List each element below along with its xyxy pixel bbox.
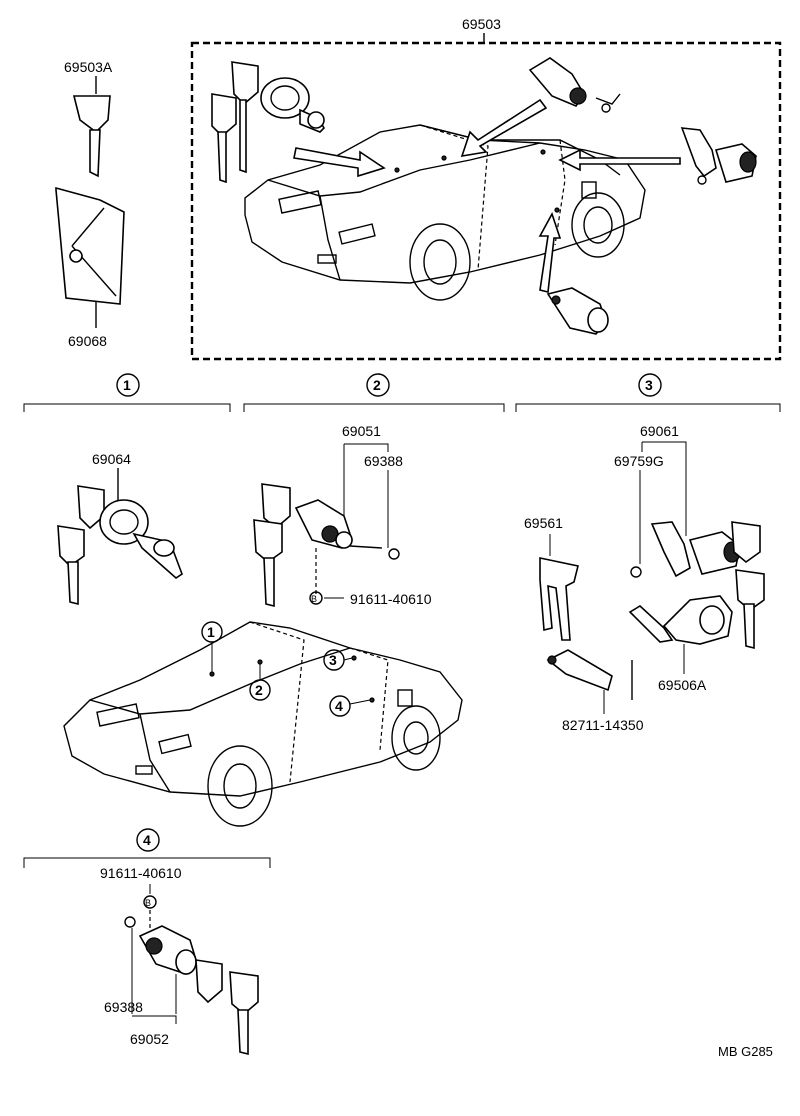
label-69759G: 69759G [614, 453, 664, 469]
section-2: 69051 69388 B 91611-40610 [253, 423, 432, 608]
label-69052: 69052 [130, 1031, 169, 1047]
lock-cylinder-icon [260, 77, 326, 133]
section-headers: 1 2 3 [23, 373, 781, 412]
bracket-icon [539, 557, 579, 641]
car-callouts: 1 2 3 4 [201, 621, 371, 717]
label-69388-b: 69388 [104, 999, 143, 1015]
section-4: 4 91611-40610 B 69388 69052 [23, 828, 271, 1056]
callout-3: 3 [645, 377, 653, 393]
key-icon [731, 521, 765, 650]
key-blank-group: 69503A 69068 [55, 59, 125, 349]
label-69561: 69561 [524, 515, 563, 531]
arrow-1 [293, 147, 386, 178]
label-69503A: 69503A [64, 59, 113, 75]
kit-dashed-box [190, 41, 782, 361]
key-icon [195, 959, 259, 1056]
bolt-b-4: B [145, 898, 151, 908]
section-3: 69061 69759G 69561 69506A [524, 423, 765, 733]
car-outline-icon [63, 621, 463, 827]
lock-cylinder-icon [546, 287, 609, 335]
label-69068: 69068 [68, 333, 107, 349]
label-69061: 69061 [640, 423, 679, 439]
key-icon [57, 485, 105, 606]
key-icon [211, 61, 259, 184]
callout-4: 4 [143, 832, 151, 848]
arrow-group [293, 98, 681, 293]
lock-cylinder-icon [99, 499, 183, 580]
arrow-4 [538, 212, 562, 293]
label-69051: 69051 [342, 423, 381, 439]
label-91611-40610-a: 91611-40610 [350, 591, 432, 607]
diagram-code: MB G285 [718, 1044, 773, 1059]
label-69503: 69503 [462, 16, 501, 32]
bracket-icon [680, 127, 757, 185]
car-callout-4: 4 [335, 698, 343, 714]
lock-cylinder-icon [124, 916, 197, 975]
lock-cylinder-icon [528, 57, 621, 113]
kit-group: 69503 [190, 16, 782, 361]
key-icon [72, 95, 111, 134]
lock-cylinder-icon [628, 595, 733, 700]
label-69388-a: 69388 [364, 453, 403, 469]
label-69506A: 69506A [658, 677, 707, 693]
arrow-3 [558, 148, 681, 172]
clip-icon [546, 649, 613, 692]
bolt-b-2: B [311, 594, 317, 604]
key-icon [253, 483, 291, 608]
callout-1: 1 [123, 377, 131, 393]
key-plate [55, 186, 125, 305]
arrow-2 [460, 98, 548, 158]
label-91611-40610-b: 91611-40610 [100, 865, 182, 881]
section-1: 69064 [57, 451, 183, 606]
label-69064: 69064 [92, 451, 131, 467]
callout-2: 2 [373, 377, 381, 393]
car-callout-1: 1 [207, 624, 215, 640]
lock-cylinder-icon [294, 499, 400, 560]
car-callout-3: 3 [329, 652, 337, 668]
label-82711-14350: 82711-14350 [562, 717, 644, 733]
car-callout-2: 2 [255, 682, 263, 698]
